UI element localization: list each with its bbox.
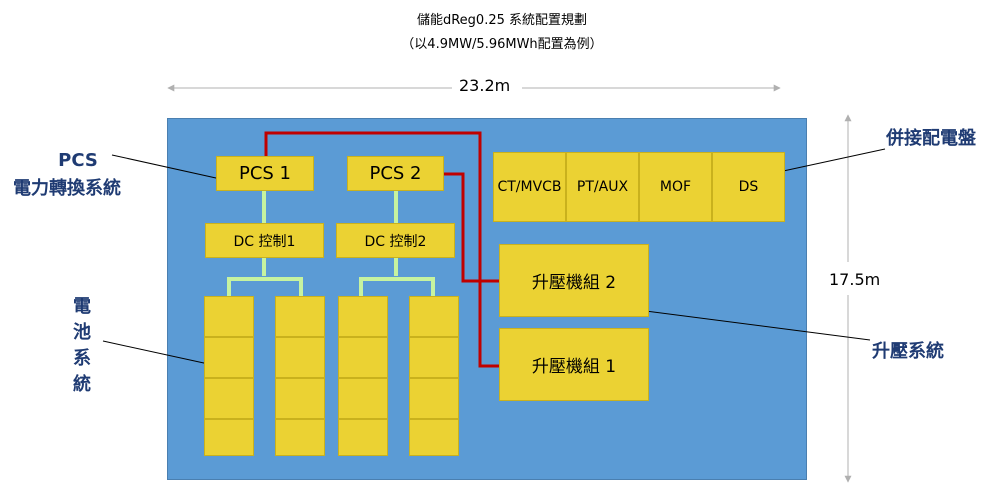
battery-cell [204,337,254,378]
battery-cell [275,378,325,419]
transformer-callout: 升壓系統 [872,341,944,362]
battery-cell [204,296,254,337]
battery-cell [275,296,325,337]
switchgear-panel-pt-aux: PT/AUX [566,152,639,222]
dc-link-lines [227,191,435,296]
pcs-2-box: PCS 2 [347,156,444,191]
battery-callout-char: 系 [73,348,91,369]
ac-link-lines [264,131,499,368]
battery-cell [275,419,325,456]
diagram-subtitle: （以4.9MW/5.96MWh配置為例） [401,37,603,52]
width-dimension-label: 23.2m [459,76,511,95]
battery-cell [409,337,459,378]
pcs-callout-line2: 電力轉換系統 [13,178,121,199]
pcs-1-box: PCS 1 [216,156,314,191]
battery-cell [338,337,388,378]
battery-callout-char: 電 [73,296,91,317]
battery-callout-char: 池 [73,322,91,343]
height-dimension-label: 17.5m [829,270,881,289]
pcs-callout-line1: PCS [58,150,98,171]
battery-cell [275,337,325,378]
switchgear-callout: 併接配電盤 [886,128,976,149]
battery-cell [338,378,388,419]
dc-control-1-box: DC 控制1 [205,223,324,258]
battery-cell [204,378,254,419]
switchgear-panel-ds: DS [712,152,785,222]
battery-cell [204,419,254,456]
dc-control-2-box: DC 控制2 [336,223,455,258]
switchgear-panel-ct-mvcb: CT/MVCB [493,152,566,222]
switchgear-panel-mof: MOF [639,152,712,222]
battery-cell [409,378,459,419]
battery-cell [409,419,459,456]
diagram-title: 儲能dReg0.25 系統配置規劃 [416,13,588,28]
battery-cell [338,419,388,456]
battery-cell [409,296,459,337]
transformer-1-box: 升壓機組 1 [499,328,649,401]
battery-callout-char: 統 [73,374,91,395]
battery-cell [338,296,388,337]
transformer-2-box: 升壓機組 2 [499,244,649,317]
